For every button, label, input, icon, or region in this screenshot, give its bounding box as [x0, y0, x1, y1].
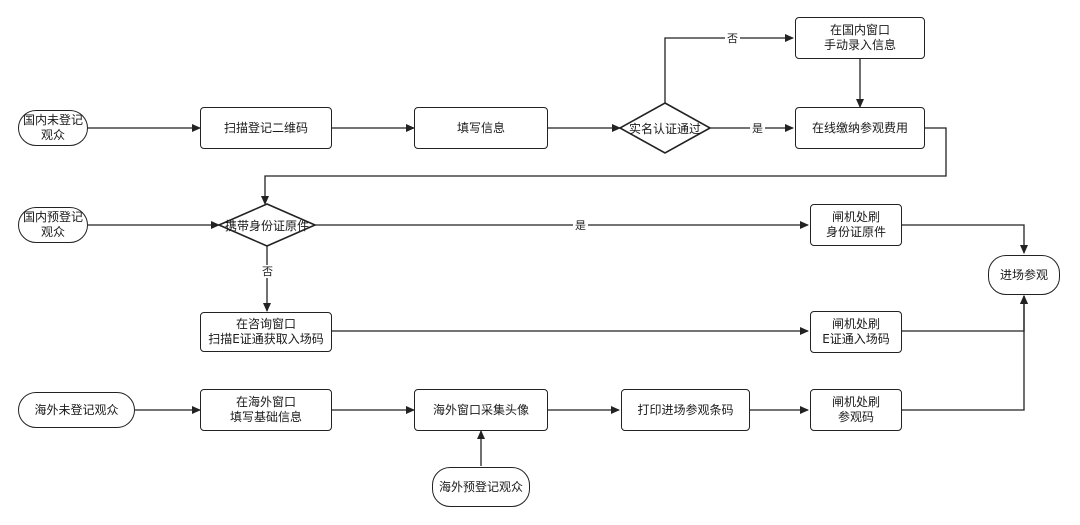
end-enter-visit: 进场参观	[988, 255, 1060, 295]
start-domestic-unregistered: 国内未登记观众	[18, 110, 88, 146]
edge-label-yes-id: 是	[573, 219, 588, 232]
step-gate-swipe-barcode: 闸机处刷 参观码	[810, 389, 902, 431]
edge-gate-e-to-enter	[902, 295, 1028, 332]
edge-gate-barcode-to-enter	[902, 295, 1028, 411]
step-consult-window: 在咨询窗口 扫描E证通获取入场码	[200, 312, 332, 352]
step-gate-swipe-id: 闸机处刷 身份证原件	[810, 204, 902, 246]
step-print-barcode: 打印进场参观条码	[621, 389, 750, 431]
decision-realname-passed: 实名认证通过	[628, 121, 701, 136]
decision-carry-id-shape	[217, 203, 317, 247]
step-gate-swipe-e: 闸机处刷 E证通入场码	[810, 311, 902, 353]
edge-pay-to-carry	[261, 127, 947, 205]
step-pay-online: 在线缴纳参观费用	[795, 107, 925, 149]
start-overseas-preregistered: 海外预登记观众	[432, 467, 530, 507]
step-fill-info: 填写信息	[414, 107, 548, 149]
decision-carry-id: 携带身份证原件	[224, 218, 309, 233]
edge-realname-to-window	[664, 34, 794, 104]
start-domestic-preregistered: 国内预登记观众	[18, 207, 88, 243]
edge-label-yes-pay: 是	[750, 122, 765, 135]
step-domestic-window-manual: 在国内窗口 手动录入信息	[795, 17, 925, 59]
step-overseas-photo: 海外窗口采集头像	[414, 389, 548, 431]
edge-label-no-top: 否	[725, 32, 740, 45]
edge-label-no-consult: 否	[260, 265, 275, 278]
step-scan-register-qr: 扫描登记二维码	[200, 107, 332, 149]
edge-gate-id-to-enter	[902, 224, 1028, 254]
step-overseas-window-fill: 在海外窗口 填写基础信息	[200, 389, 332, 431]
start-overseas-unregistered: 海外未登记观众	[18, 392, 135, 428]
decision-realname-shape	[618, 102, 712, 154]
